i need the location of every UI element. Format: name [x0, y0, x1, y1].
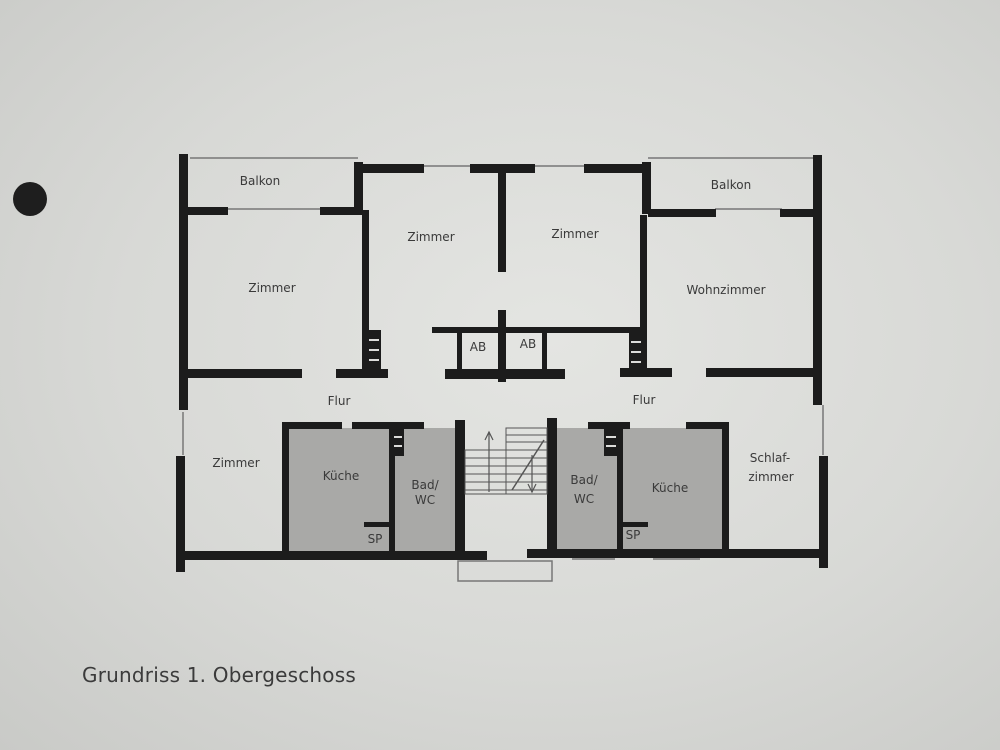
wall-shaft-bath-right [604, 428, 618, 456]
label-flur-right: Flur [633, 393, 656, 407]
label-bad-right-line2: WC [574, 492, 594, 506]
wall-zimmer-left-top-b [320, 207, 362, 215]
wall-south [176, 551, 458, 560]
wall-balkon-left-divider [354, 162, 363, 212]
wall-stair-right [547, 418, 557, 556]
wall-kitchen-bath-left [389, 425, 395, 555]
label-zimmer-center-right: Zimmer [551, 227, 598, 241]
wall-kitchen-right-east [722, 422, 729, 554]
wall-corridor-left-top [186, 369, 302, 378]
wall-wohnzimmer-top-b [780, 209, 818, 217]
label-kueche-left: Küche [323, 469, 359, 483]
wall-bath-kitchen-right [617, 425, 623, 555]
label-bad-left-line2: WC [415, 493, 435, 507]
label-bad-left-line1: Bad/ [411, 478, 439, 492]
wall-ab-left-side [457, 330, 462, 372]
wall-north-center-a [354, 164, 424, 173]
label-zimmer-nw: Zimmer [248, 281, 295, 295]
walls [176, 154, 828, 572]
stair-arrow-down-head [527, 483, 537, 494]
label-zimmer-sw: Zimmer [212, 456, 259, 470]
wall-kitchen-left-top-b [352, 422, 424, 429]
wall-west-lower [176, 456, 185, 572]
label-sp-left: SP [368, 532, 383, 546]
stair-arrow-up-head [484, 430, 494, 441]
wall-sp-left [364, 522, 390, 527]
wall-east-lower [819, 456, 828, 568]
wall-center-divider [498, 172, 506, 272]
kitchen-right-floor [622, 428, 724, 551]
label-schlafzimmer-line2: zimmer [748, 470, 793, 484]
wall-balkon-right-divider [642, 162, 651, 214]
wall-kitchen-left-west [282, 422, 289, 554]
wall-north-center-c [584, 164, 650, 173]
wall-south-entry-right [527, 549, 557, 558]
wall-ab-top-right [500, 327, 642, 333]
label-schlafzimmer-line1: Schlaf- [750, 451, 790, 465]
wall-center-divider-lower [498, 310, 506, 382]
stair-upper-flight [505, 427, 548, 451]
stair-break-line [511, 439, 545, 491]
label-flur-left: Flur [328, 394, 351, 408]
wall-sp-right [622, 522, 648, 527]
room-labels: Balkon Balkon Zimmer Zimmer Zimmer Wohnz… [212, 174, 793, 546]
label-bad-right-line1: Bad/ [570, 473, 598, 487]
wall-zimmer-left-top-a [186, 207, 228, 215]
label-balkon-left: Balkon [240, 174, 280, 188]
label-ab-right: AB [520, 337, 536, 351]
label-sp-right: SP [626, 528, 641, 542]
shaft-hatching [369, 339, 641, 447]
wall-wohnzimmer-left-side [640, 215, 647, 377]
wall-stair-left [455, 420, 465, 556]
wall-zimmer-left-right-side [362, 210, 369, 375]
wall-kitchen-right-top-a [588, 422, 630, 429]
wall-kitchen-left-top-a [284, 422, 342, 429]
wall-corridor-right-top [706, 368, 818, 377]
label-balkon-right: Balkon [711, 178, 751, 192]
label-kueche-right: Küche [652, 481, 688, 495]
label-ab-left: AB [470, 340, 486, 354]
wall-kitchen-right-top-b [686, 422, 726, 429]
wall-ab-right-side [542, 330, 547, 372]
wall-north-center-b [470, 164, 535, 173]
label-zimmer-center-left: Zimmer [407, 230, 454, 244]
plan-caption: Grundriss 1. Obergeschoss [82, 663, 356, 687]
kitchen-left-floor [288, 428, 390, 551]
wall-wohnzimmer-top-a [648, 209, 716, 217]
wall-shaft-bath-left [392, 428, 404, 456]
label-wohnzimmer: Wohnzimmer [686, 283, 765, 297]
wall-ab-top-left [432, 327, 504, 333]
wall-west-upper [179, 154, 188, 410]
wall-south-right [552, 549, 828, 558]
wall-east-upper [813, 155, 822, 405]
punch-hole [13, 182, 47, 216]
wall-corridor-center [445, 369, 565, 379]
staircase [464, 427, 548, 495]
entrance-landing [457, 560, 553, 582]
